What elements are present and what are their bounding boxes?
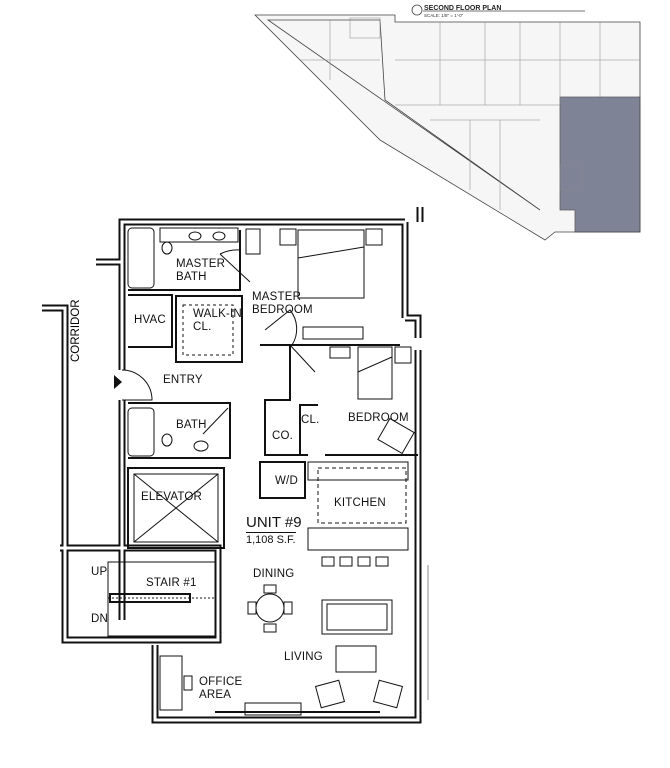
unit-highlight xyxy=(559,96,641,233)
label-hvac: HVAC xyxy=(134,314,166,326)
label-closet: CL. xyxy=(301,414,320,426)
fixtures xyxy=(107,227,429,716)
label-kitchen: KITCHEN xyxy=(334,497,386,509)
label-stair-up: UP xyxy=(91,566,108,578)
label-entry: ENTRY xyxy=(163,374,203,386)
label-master-bedroom: MASTER BEDROOM xyxy=(252,291,313,316)
label-corridor: CORRIDOR xyxy=(70,299,82,362)
key-plan xyxy=(254,4,641,241)
key-plan-title: SECOND FLOOR PLAN xyxy=(424,5,502,12)
unit-area: 1,108 S.F. xyxy=(246,532,296,546)
label-elevator: ELEVATOR xyxy=(141,491,203,503)
label-dining: DINING xyxy=(253,568,295,580)
unit-name: UNIT #9 xyxy=(246,514,302,531)
label-office-area: OFFICE AREA xyxy=(199,676,243,701)
label-stair-down: DN xyxy=(91,613,109,625)
label-bath: BATH xyxy=(176,419,207,431)
label-washer-dryer: W/D xyxy=(275,475,298,487)
label-stair: STAIR #1 xyxy=(146,577,197,589)
label-walk-in-closet: WALK-IN CL. xyxy=(193,308,242,333)
label-master-bath: MASTER BATH xyxy=(176,258,226,283)
label-living: LIVING xyxy=(284,651,323,663)
label-bedroom: BEDROOM xyxy=(348,412,409,424)
entry-arrow-icon xyxy=(114,375,122,389)
key-plan-scale: SCALE: 1/8" = 1'-0" xyxy=(424,13,464,18)
unit-walls xyxy=(42,207,429,724)
label-coat-closet: CO. xyxy=(272,430,294,442)
